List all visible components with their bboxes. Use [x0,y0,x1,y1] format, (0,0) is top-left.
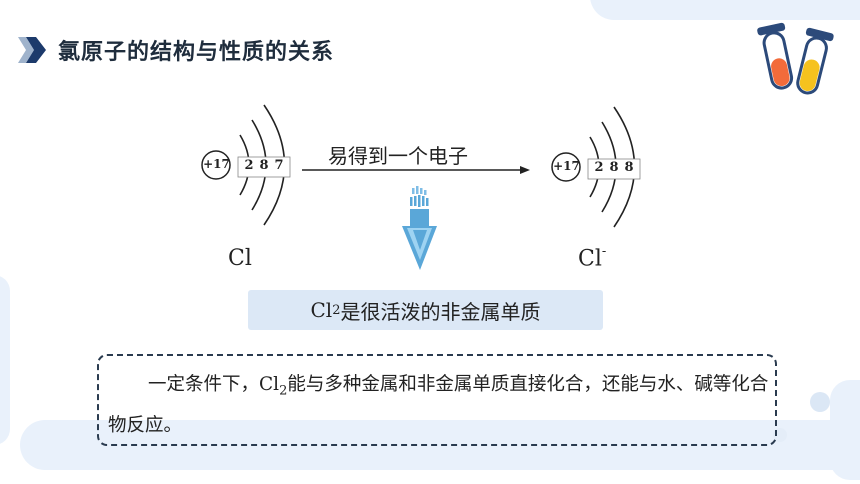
conclusion-symbol: Cl [310,298,333,322]
cl-nucleus-charge: +17 [203,157,230,171]
cl-ion-shell-1: 2 [594,160,604,175]
slide-header: 氯原子的结构与性质的关系 [14,30,334,70]
cl-ion-nucleus-charge: +17 [553,159,580,173]
cl-shell-1: 2 [244,158,254,173]
background-shape-top-right [590,0,860,20]
down-arrow-icon [402,186,437,270]
note-symbol: Cl [259,374,280,395]
slide-title: 氯原子的结构与性质的关系 [58,40,335,65]
conclusion-text: 是很活泼的非金属单质 [340,299,541,324]
shell-number-box [237,156,291,178]
conclusion-subscript: 2 [332,302,341,318]
cl-atom-structure [201,104,291,226]
note-text: 一定条件下，Cl2能与多种金属和非金属单质直接化合，还能与水、碱等化合物反应。 [108,368,773,443]
cl-shell-3: 7 [274,158,284,173]
nucleus-circle [551,152,581,182]
cl-ion-charge: - [601,244,607,259]
cl-atom-label: Cl [228,246,252,271]
background-shape-left [0,275,10,445]
test-tubes-icon [757,22,834,95]
note-part2: 能与多种金属和非金属单质直接化合，还能与水、碱等化合物反应。 [108,374,769,436]
shell-number-box [587,158,641,180]
background-shape-right [830,380,860,480]
nucleus-circle [201,150,231,180]
cl-shell-2: 8 [259,158,269,173]
note-box [97,354,777,446]
cl-ion-symbol: Cl [578,246,602,272]
note-part1: 一定条件下， [148,374,260,395]
reaction-label: 易得到一个电子 [328,144,468,168]
note-subscript: 2 [279,383,288,399]
cl-ion-structure [551,106,641,228]
cl-ion-label: Cl- [578,244,607,272]
decorative-dot [810,392,830,412]
reaction-arrow-head [520,166,530,174]
cl-ion-shell-2: 8 [609,160,619,175]
play-chevron-icon [18,37,46,63]
cl-ion-shell-3: 8 [624,160,634,175]
